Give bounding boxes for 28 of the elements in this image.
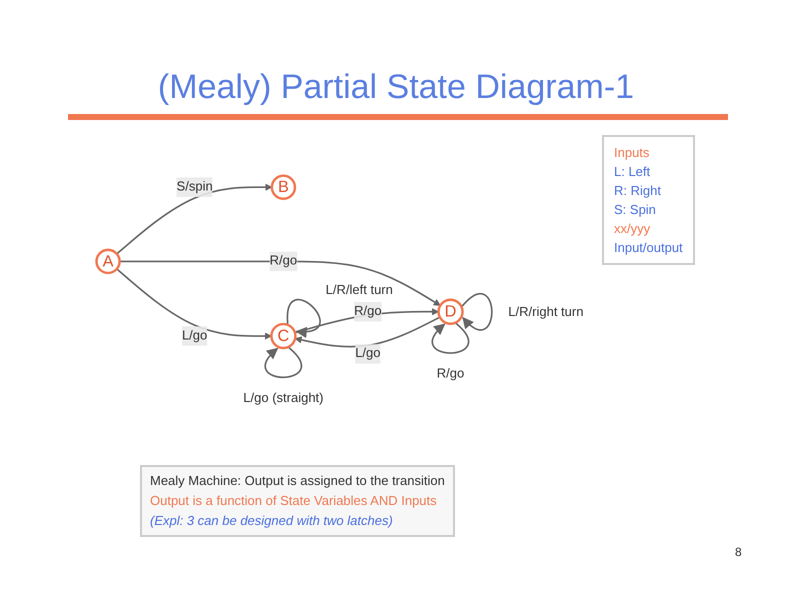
note-text: Mealy Machine: Output is assigned to the transition [150,472,445,490]
state-circle: B [270,174,296,200]
edge-label: L/go [182,328,208,343]
legend-item: R: Right [614,182,662,200]
edge-label: L/R/right turn [508,304,584,319]
edge-label: S/spin [176,180,213,194]
arrow [116,184,272,255]
arrow [294,316,440,348]
page-number: 8 [735,545,742,559]
state-circle: C [270,322,297,350]
edge-label: L/go (straight) [243,390,324,405]
legend-item: Input/output [614,239,683,257]
arrow [120,260,441,306]
note-text: (Expl: 3 can be designed with two latches) [150,512,394,530]
edge-label: L/go [355,346,381,360]
legend-heading: Inputs [614,144,650,162]
edge-label: R/go [354,304,382,318]
slide-title: (Mealy) Partial State Diagram-1 [156,68,636,107]
legend-item: L: Left [614,163,652,181]
edge-label: R/go [270,254,298,268]
note-text: Output is a function of State Variables AND Inputs [150,492,438,510]
state-circle: D [437,298,464,325]
legend-item: xx/yyy [614,220,652,238]
edge-label: R/go [436,366,464,381]
edge-label: L/R/left turn [326,282,393,297]
legend-item: S: Spin [614,201,657,219]
arrow [116,268,272,340]
state-circle: A [95,248,121,274]
